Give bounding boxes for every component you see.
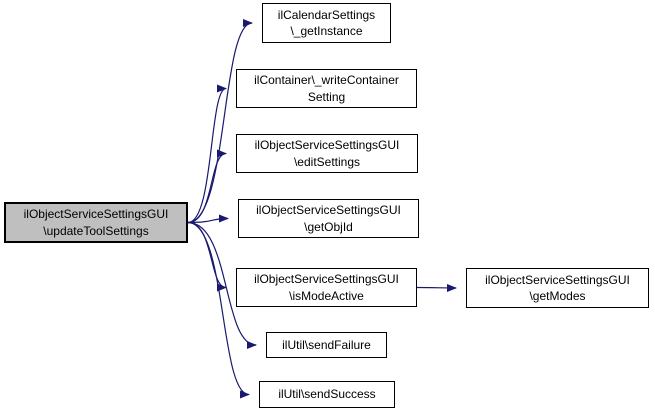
node-label-line: ilObjectServiceSettingsGUI [254,272,399,287]
node-ismodeactive[interactable]: ilObjectServiceSettingsGUI \isModeActive [236,268,417,307]
node-getinstance[interactable]: ilCalendarSettings \_getInstance [262,3,391,43]
node-label-line: ilUtil\sendFailure [282,337,371,352]
node-updatetoolsettings: ilObjectServiceSettingsGUI \updateToolSe… [4,202,188,243]
node-getmodes[interactable]: ilObjectServiceSettingsGUI \getModes [466,268,649,308]
node-getobjid[interactable]: ilObjectServiceSettingsGUI \getObjId [238,199,419,238]
node-label-line: ilCalendarSettings [277,7,376,22]
node-label-line: \editSettings [293,154,361,169]
node-label-line: \getModes [529,289,586,303]
node-sendsuccess[interactable]: ilUtil\sendSuccess [259,381,395,408]
node-label-line: \isModeActive [289,288,364,303]
node-label-line: ilUtil\sendSuccess [278,387,376,402]
node-editsettings[interactable]: ilObjectServiceSettingsGUI \editSettings [236,134,418,173]
node-label-line: Setting [307,89,346,104]
node-label-line: \updateToolSettings [43,223,149,238]
node-label-line: ilObjectServiceSettingsGUI [256,203,401,218]
node-label-line: ilObjectServiceSettingsGUI [23,207,169,222]
node-sendfailure[interactable]: ilUtil\sendFailure [266,332,387,358]
node-label-line: \getObjId [304,219,353,234]
node-label-line: \_getInstance [290,24,363,38]
node-label-line: ilObjectServiceSettingsGUI [254,138,400,153]
node-writecontainersetting[interactable]: ilContainer\_writeContainer Setting [236,69,417,108]
node-label-line: ilObjectServiceSettingsGUI [485,272,630,287]
node-label-line: ilContainer\_writeContainer [254,73,399,88]
